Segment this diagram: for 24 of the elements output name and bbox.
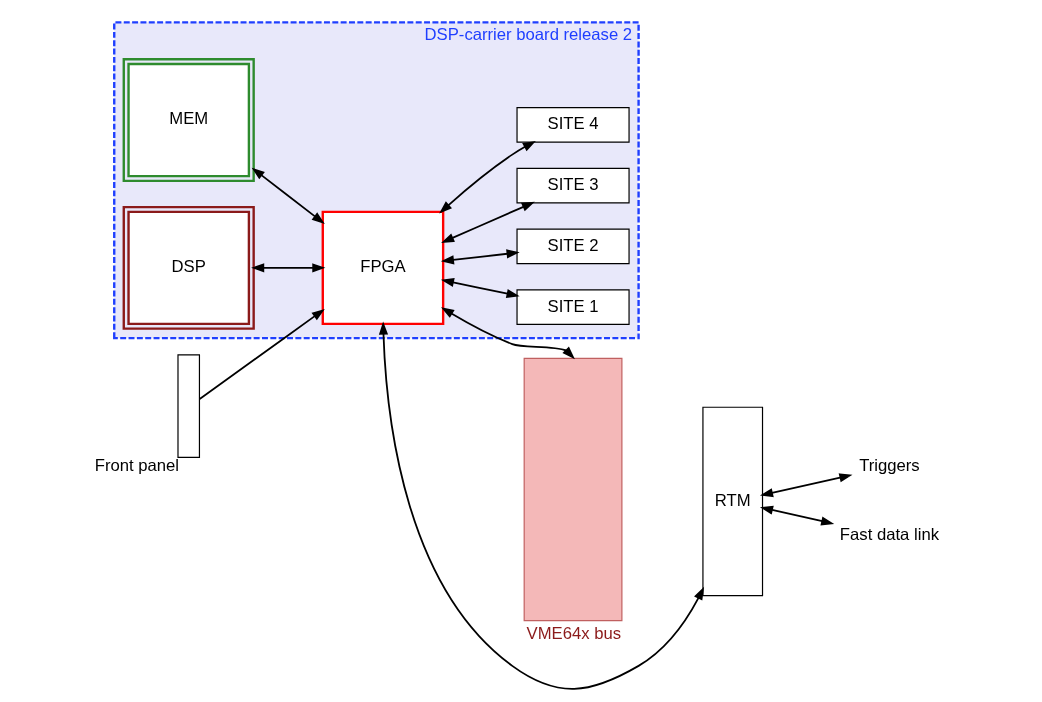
arrow	[440, 307, 575, 360]
node-box: RTM	[701, 406, 763, 597]
node-text: Fast data link	[839, 525, 939, 545]
node-box: SITE 4	[515, 106, 630, 143]
node-box: MEM	[122, 58, 255, 183]
node-text: Triggers	[858, 456, 920, 476]
arrow	[378, 321, 704, 690]
node-box: FPGA	[321, 210, 444, 326]
arrow	[440, 249, 520, 265]
node-box: SITE 3	[515, 167, 630, 204]
arrow	[440, 277, 520, 299]
arrow	[438, 140, 536, 214]
arrow	[440, 201, 535, 243]
arrow	[198, 308, 325, 400]
node-box: DSP	[122, 205, 255, 330]
arrow	[759, 473, 852, 498]
node-box	[176, 354, 200, 458]
arrow	[759, 505, 834, 526]
node-box: SITE 1	[515, 289, 630, 326]
node-label: VME64x bus	[526, 623, 621, 643]
arrow	[250, 263, 325, 273]
arrow	[251, 167, 325, 224]
node-box: SITE 2	[515, 228, 630, 265]
node-label: Front panel	[94, 455, 179, 475]
